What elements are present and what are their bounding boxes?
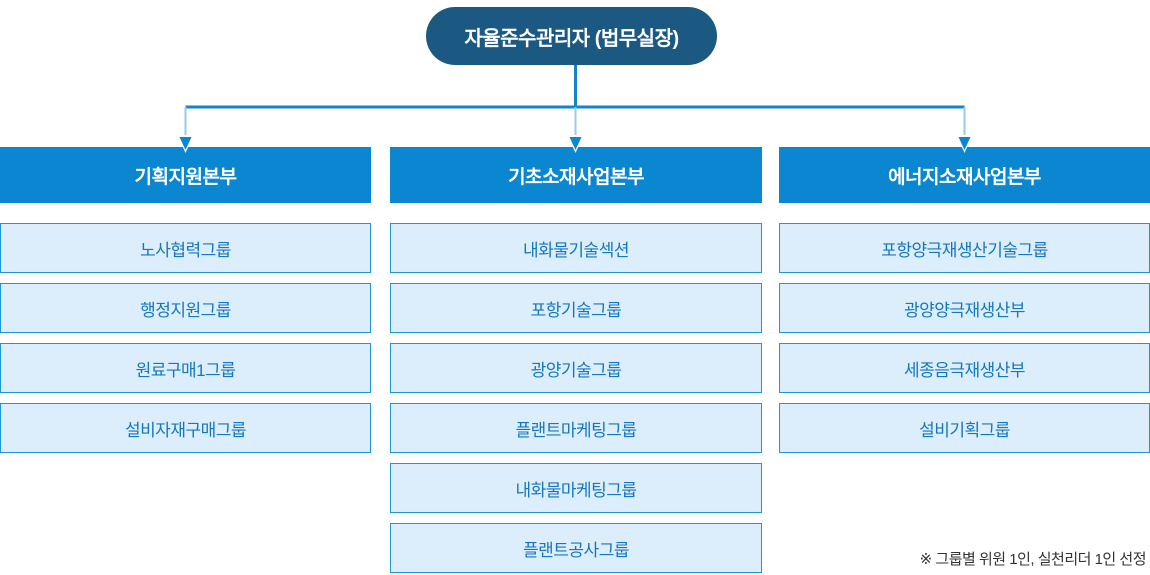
org-item: 노사협력그룹	[0, 223, 371, 273]
org-item: 포항기술그룹	[390, 283, 762, 333]
column-items: 포항양극재생산기술그룹 광양양극재생산부 세종음극재생산부 설비기획그룹	[779, 223, 1150, 453]
column-title: 기초소재사업본부	[508, 166, 644, 188]
org-item: 플랜트공사그룹	[390, 523, 762, 573]
org-item: 플랜트마케팅그룹	[390, 403, 762, 453]
column-planning-support: 기획지원본부 노사협력그룹 행정지원그룹 원료구매1그룹 설비자재구매그룹	[0, 147, 371, 463]
org-item-label: 내화물기술섹션	[523, 240, 629, 260]
org-item-label: 포항양극재생산기술그룹	[881, 240, 1048, 260]
org-item-label: 세종음극재생산부	[903, 360, 1026, 380]
org-item-label: 광양양극재생산부	[903, 300, 1026, 320]
column-title: 기획지원본부	[134, 166, 237, 188]
column-header: 기초소재사업본부	[390, 147, 762, 203]
footnote: ※ 그룹별 위원 1인, 실천리더 1인 선정	[919, 551, 1147, 568]
org-item: 세종음극재생산부	[779, 343, 1150, 393]
column-items: 노사협력그룹 행정지원그룹 원료구매1그룹 설비자재구매그룹	[0, 223, 371, 453]
org-item: 행정지원그룹	[0, 283, 371, 333]
org-item-label: 행정지원그룹	[140, 300, 231, 320]
org-item: 설비기획그룹	[779, 403, 1150, 453]
org-item-label: 플랜트공사그룹	[523, 540, 629, 560]
org-item-label: 원료구매1그룹	[135, 360, 236, 380]
org-item: 광양기술그룹	[390, 343, 762, 393]
org-item-label: 플랜트마케팅그룹	[515, 420, 637, 440]
org-item: 광양양극재생산부	[779, 283, 1150, 333]
org-item-label: 내화물마케팅그룹	[515, 480, 637, 500]
org-item: 원료구매1그룹	[0, 343, 371, 393]
org-item: 설비자재구매그룹	[0, 403, 371, 453]
org-item-label: 포항기술그룹	[530, 300, 622, 320]
column-header: 에너지소재사업본부	[779, 147, 1150, 203]
org-item: 포항양극재생산기술그룹	[779, 223, 1150, 273]
org-item: 내화물기술섹션	[390, 223, 762, 273]
column-energy-materials: 에너지소재사업본부 포항양극재생산기술그룹 광양양극재생산부 세종음극재생산부 …	[779, 147, 1150, 463]
column-items: 내화물기술섹션 포항기술그룹 광양기술그룹 플랜트마케팅그룹 내화물마케팅그룹 …	[390, 223, 762, 573]
column-basic-materials: 기초소재사업본부 내화물기술섹션 포항기술그룹 광양기술그룹 플랜트마케팅그룹 …	[390, 147, 762, 575]
org-item-label: 노사협력그룹	[140, 240, 231, 260]
column-header: 기획지원본부	[0, 147, 371, 203]
column-title: 에너지소재사업본부	[888, 166, 1041, 188]
org-item-label: 설비기획그룹	[919, 420, 1010, 440]
root-node: 자율준수관리자 (법무실장)	[426, 7, 717, 65]
org-item: 내화물마케팅그룹	[390, 463, 762, 513]
root-node-label: 자율준수관리자 (법무실장)	[464, 27, 679, 50]
org-item-label: 설비자재구매그룹	[124, 420, 247, 440]
org-item-label: 광양기술그룹	[530, 360, 622, 380]
